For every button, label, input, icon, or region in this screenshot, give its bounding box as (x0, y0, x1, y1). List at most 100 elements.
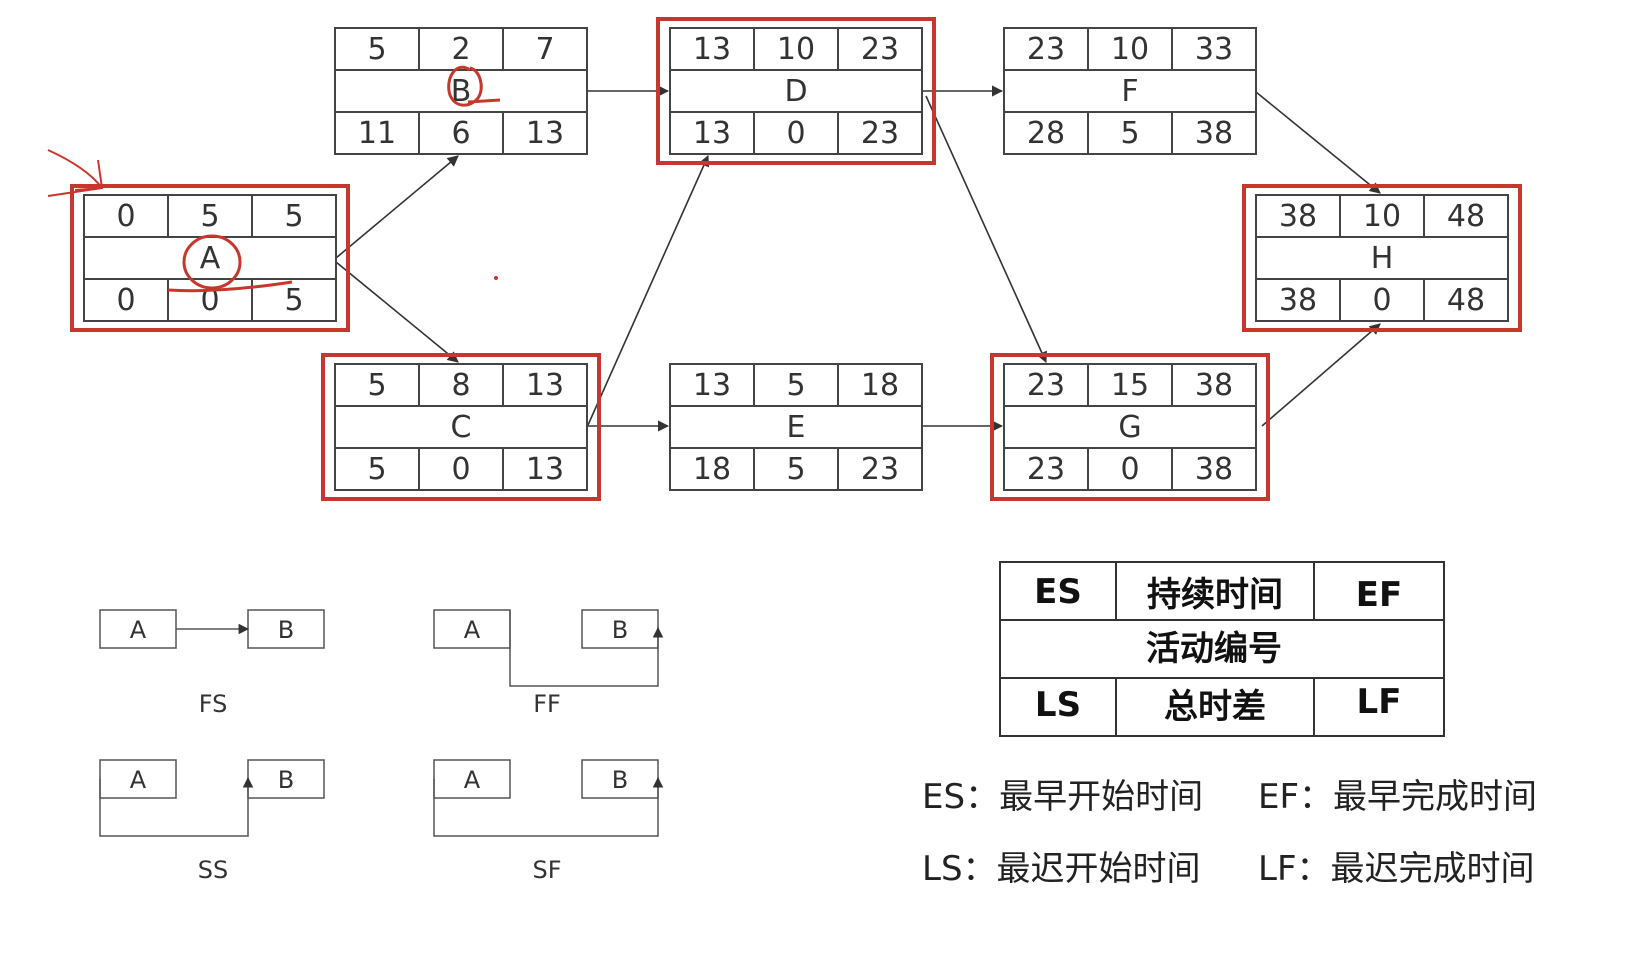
node-h-tf: 0 (1372, 283, 1391, 318)
node-box (669, 27, 923, 155)
node-c-lf: 13 (526, 452, 564, 487)
relation-box-a: A (130, 616, 147, 644)
node-d-dur: 10 (777, 32, 815, 67)
node-h-es: 38 (1279, 199, 1317, 234)
node-box (1003, 27, 1257, 155)
node-d-id: D (784, 74, 807, 109)
legend-total-float: 总时差 (1164, 687, 1266, 727)
node-b-lf: 13 (526, 116, 564, 151)
node-g-tf: 0 (1120, 452, 1139, 487)
relation-label-fs: FS (199, 690, 228, 718)
edge-f-h (1255, 91, 1381, 194)
critical-highlight (1242, 184, 1522, 332)
node-h-ef: 48 (1447, 199, 1485, 234)
node-a-id: A (200, 241, 221, 276)
node-h-ls: 38 (1279, 283, 1317, 318)
critical-highlight (656, 17, 936, 165)
node-g-id: G (1118, 410, 1141, 445)
node-h-lf: 48 (1447, 283, 1485, 318)
relation-box-b: B (612, 766, 628, 794)
node-e-ef: 18 (861, 368, 899, 403)
edge-c-d (587, 154, 710, 426)
legend-lf: LF (1357, 682, 1402, 722)
edge-g-h (1261, 323, 1381, 427)
relation-box-b: B (278, 766, 294, 794)
legend-activity: 活动编号 (1146, 629, 1282, 669)
node-box (334, 27, 588, 155)
node-f-tf: 5 (1120, 116, 1139, 151)
relation-label-ff: FF (533, 690, 561, 718)
node-e-id: E (787, 410, 806, 445)
node-g-dur: 15 (1111, 368, 1149, 403)
node-b-tf: 6 (451, 116, 470, 151)
relation-box-b: B (612, 616, 628, 644)
relation-sf: A B SF (433, 759, 664, 884)
legend-ls: LS (1035, 685, 1081, 725)
node-a-dur: 5 (200, 199, 219, 234)
annotation-dot (494, 276, 498, 280)
node-b-id: B (451, 74, 472, 109)
node-h-dur: 10 (1363, 199, 1401, 234)
node-legend: ES 持续时间 EF 活动编号 LS 总时差 LF (999, 561, 1445, 737)
node-a-es: 0 (116, 199, 135, 234)
legend-duration: 持续时间 (1147, 575, 1283, 615)
node-c-dur: 8 (451, 368, 470, 403)
node-c-es: 5 (367, 368, 386, 403)
definition-ef: EF：最早完成时间 (1258, 777, 1537, 817)
node-g-es: 23 (1027, 368, 1065, 403)
definition-lf: LF：最迟完成时间 (1258, 849, 1535, 889)
node-e-es: 13 (693, 368, 731, 403)
relation-label-sf: SF (532, 856, 561, 884)
node-box (83, 194, 337, 322)
node-a-lf: 5 (284, 283, 303, 318)
relation-ff: A B FF (433, 609, 664, 718)
node-a-ef: 5 (284, 199, 303, 234)
node-box (1255, 194, 1509, 322)
node-d-es: 13 (693, 32, 731, 67)
node-d-ls: 13 (693, 116, 731, 151)
critical-highlight (70, 184, 350, 332)
legend-ef: EF (1356, 575, 1402, 615)
definitions: ES：最早开始时间 EF：最早完成时间 LS：最迟开始时间 LF：最迟完成时间 (922, 777, 1537, 889)
annotation-circle-a (182, 234, 242, 290)
edge-d-g (925, 95, 1047, 364)
node-e-ls: 18 (693, 452, 731, 487)
relation-box-a: A (464, 616, 481, 644)
node-e-lf: 23 (861, 452, 899, 487)
relation-label-ss: SS (198, 856, 228, 884)
node-b-ef: 7 (535, 32, 554, 67)
edge-a-b (335, 155, 459, 259)
annotation-circle-b (447, 66, 501, 107)
node-f-dur: 10 (1111, 32, 1149, 67)
node-g-ef: 38 (1195, 368, 1233, 403)
node-h-id: H (1371, 241, 1394, 276)
node-box (334, 363, 588, 491)
node-d-tf: 0 (786, 116, 805, 151)
node-e-dur: 5 (786, 368, 805, 403)
node-c-tf: 0 (451, 452, 470, 487)
node-c-id: C (451, 410, 472, 445)
node-c-ls: 5 (367, 452, 386, 487)
definition-ls: LS：最迟开始时间 (922, 849, 1201, 889)
node-f-id: F (1121, 74, 1138, 109)
annotation-underline-a (167, 280, 293, 293)
node-e-tf: 5 (786, 452, 805, 487)
node-g-ls: 23 (1027, 452, 1065, 487)
node-f-lf: 38 (1195, 116, 1233, 151)
node-b-dur: 2 (451, 32, 470, 67)
relation-box-a: A (464, 766, 481, 794)
node-f-ef: 33 (1195, 32, 1233, 67)
edge-a-c (335, 261, 459, 363)
node-box (669, 363, 923, 491)
